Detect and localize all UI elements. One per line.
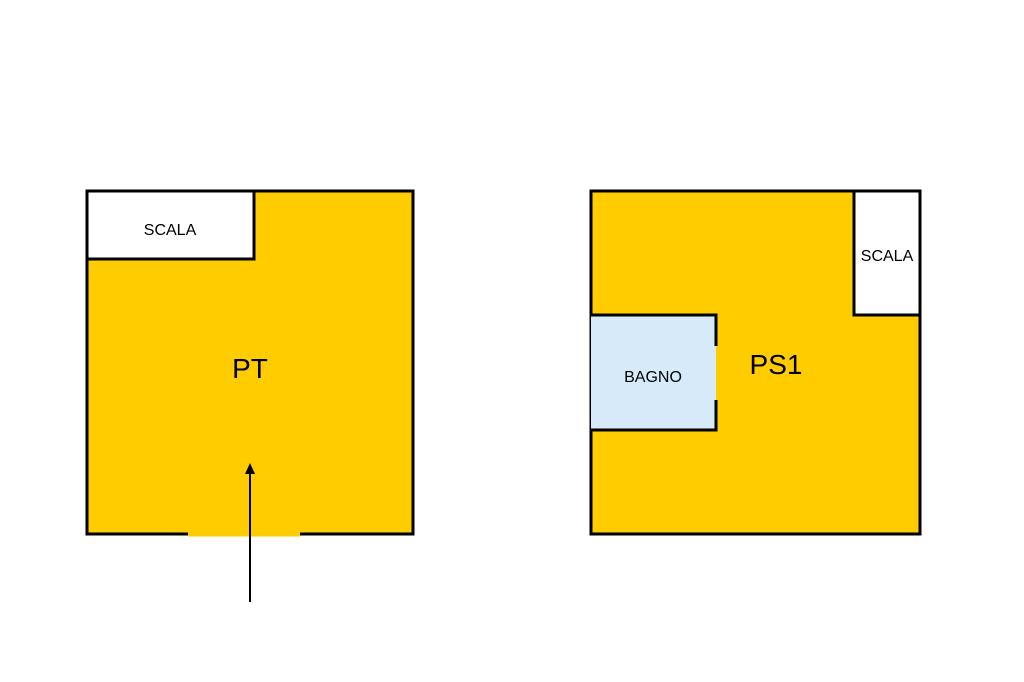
ps1-stair-room xyxy=(852,189,922,317)
ps1-bathroom-label: BAGNO xyxy=(624,369,682,386)
pt-floor-label: PT xyxy=(232,353,268,384)
plan-pt: SCALA PT xyxy=(85,189,415,602)
pt-stair-label: SCALA xyxy=(144,222,197,239)
ps1-stair-label: SCALA xyxy=(861,248,914,265)
ps1-bathroom-room xyxy=(591,315,716,430)
ps1-bathroom-walls xyxy=(591,313,718,432)
arrow-up-icon xyxy=(245,463,255,474)
plan-ps1: SCALA BAGNO PS1 xyxy=(589,189,922,536)
pt-stair-room xyxy=(85,189,256,261)
ps1-floor-label: PS1 xyxy=(750,349,803,380)
